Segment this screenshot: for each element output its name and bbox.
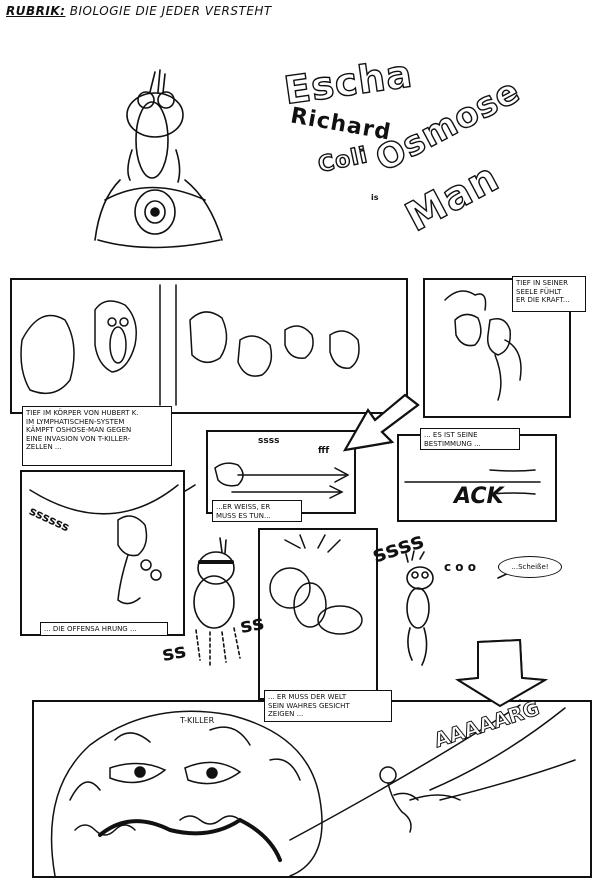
sfx-coo: c o o (444, 560, 476, 574)
hero-glasses (193, 537, 241, 666)
caption-true-face: ... er muß der Welt sein wahres Gesicht … (264, 690, 392, 722)
caption-knows-line-1: ...er weiß, er (216, 503, 271, 511)
sfx-ss-right: ss (238, 610, 266, 638)
speech-scheisse-text: ...Scheiße! (511, 563, 549, 571)
caption-intro-line-2: im lymphatischen-System (26, 417, 125, 426)
caption-intro-line-5: Zellen ... (26, 443, 62, 451)
hero-portrait (94, 69, 223, 249)
caption-true-face-line-3: zeigen ... (268, 710, 304, 718)
rubrik-label: Rubrik: (6, 4, 66, 18)
panel-t-killer (32, 700, 592, 878)
caption-offensive-text: ... die Offensa hrung ... (44, 625, 137, 633)
caption-intro: Tief im Körper von Hubert K. im lymphati… (22, 406, 172, 466)
label-t-killer: T-Killer (180, 716, 215, 725)
caption-intro-line-3: kämpft Oshose-Man gegen (26, 426, 132, 434)
panel-transformation (258, 528, 378, 700)
sfx-fff: fff (318, 446, 330, 456)
speech-bubble-scheisse: ...Scheiße! (498, 556, 562, 578)
caption-soul-line-3: er die Kraft... (516, 296, 570, 304)
caption-destiny: ... es ist seine Bestimmung ... (420, 428, 520, 450)
caption-soul-line-1: Tief in seiner (516, 279, 568, 287)
caption-knows-line-2: muß es tun... (216, 511, 271, 520)
caption-intro-line-1: Tief im Körper von Hubert K. (26, 409, 139, 417)
caption-offensive: ... die Offensa hrung ... (40, 622, 168, 636)
panel-soul (423, 278, 571, 418)
caption-destiny-line-1: ... es ist seine (424, 431, 478, 439)
header-subtitle: Biologie die jeder versteht (69, 4, 272, 18)
caption-true-face-line-1: ... er muß der Welt (268, 693, 347, 701)
caption-true-face-line-2: sein wahres Gesicht (268, 701, 350, 710)
caption-destiny-line-2: Bestimmung ... (424, 439, 481, 448)
sfx-ss-left: ss (160, 638, 188, 666)
caption-intro-line-4: eine Invasion von T-Killer- (26, 434, 131, 443)
page-header: Rubrik: Biologie die jeder versteht (6, 4, 272, 18)
sfx-ssss-projectile: ssss (258, 436, 280, 446)
scared-character (405, 550, 434, 666)
sfx-ack: ACK (454, 484, 504, 509)
caption-soul: Tief in seiner Seele fühlt er die Kraft.… (512, 276, 586, 312)
panel-swinging (20, 470, 185, 636)
caption-knows: ...er weiß, er muß es tun... (212, 500, 302, 522)
title-is: is (371, 193, 379, 202)
panel-subway (10, 278, 408, 414)
caption-soul-line-2: Seele fühlt (516, 287, 562, 296)
